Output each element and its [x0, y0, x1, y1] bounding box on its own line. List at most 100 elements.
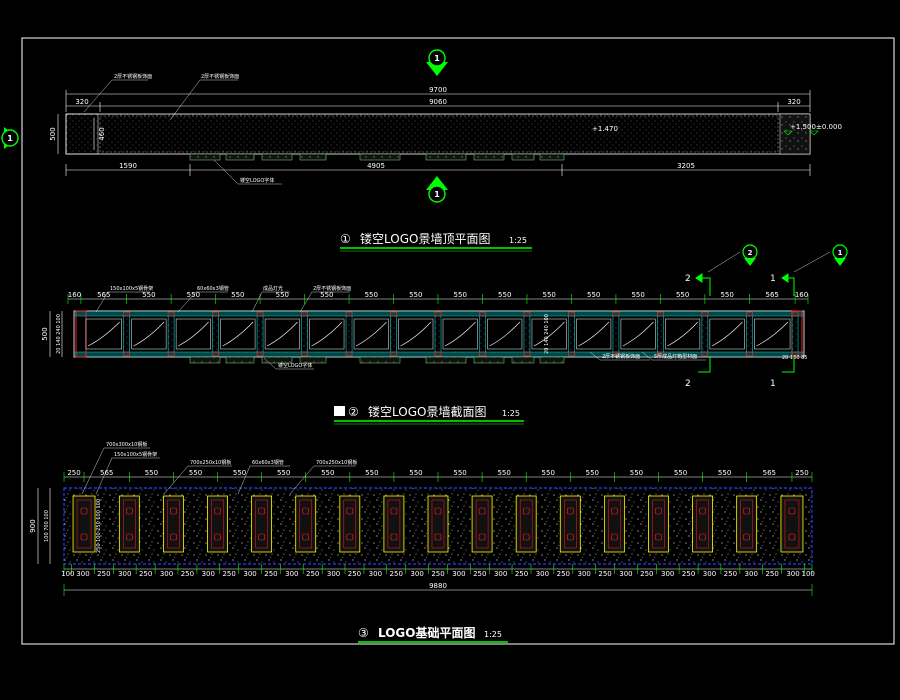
foundation-plate [339, 495, 361, 553]
section-post [479, 315, 486, 353]
foundation-plate [383, 495, 405, 553]
foundation-dim-label: 550 [233, 469, 246, 477]
foundation-bolt [258, 533, 265, 541]
section-light-curve [355, 321, 387, 347]
section-title-scale: 1:25 [502, 409, 520, 418]
foundation-dim-label: 250 [795, 469, 808, 477]
foundation-bolt [346, 507, 354, 515]
section-note-3: 成品灯光 [263, 285, 283, 292]
foundation-dim-bottom-label: 250 [515, 570, 528, 578]
section-light-curve [578, 321, 610, 347]
section-dim-label: 550 [276, 291, 289, 299]
plan-title-text: 镂空LOGO景墙顶平面图 [360, 232, 490, 246]
foundation-dim-bottom-label: 250 [724, 570, 737, 578]
section-note-1: 150x100x5钢骨架 [110, 285, 153, 292]
section-cell [442, 318, 478, 350]
foundation-dim-bottom-label: 300 [160, 570, 173, 578]
foundation-plate [251, 495, 273, 553]
foundation-plate-inner [475, 499, 489, 549]
section-marker-left[interactable]: 1 [1, 127, 19, 149]
foundation-bolt [699, 507, 706, 515]
foundation-dim-bottom-label: 300 [703, 570, 716, 578]
foundation-plate [118, 495, 140, 553]
foundation-plate [471, 495, 493, 553]
section-light-curve [400, 321, 432, 347]
section-post [212, 315, 219, 353]
section-post-base [434, 351, 442, 357]
section-post-base [345, 351, 353, 357]
foundation-bolt [566, 507, 574, 515]
foundation-dim-bottom-label: 300 [661, 570, 674, 578]
foundation-bolt [170, 533, 177, 541]
foundation-dim-bottom-label: 300 [369, 570, 382, 578]
foundation-bolt [611, 507, 618, 515]
foundation-dim-bottom-label: 250 [473, 570, 486, 578]
section-dim-label: 160 [68, 291, 81, 299]
section-post [256, 315, 264, 353]
foundation-plate-inner [564, 499, 577, 549]
plan-note-1: 2厚不锈钢板饰面 [114, 73, 152, 80]
section-light-curve [622, 321, 654, 347]
section-post [123, 315, 130, 353]
section-light-curve [489, 321, 521, 347]
foundation-bolt [434, 533, 442, 541]
foundation-bolt [434, 507, 442, 515]
section-post-cap [301, 311, 308, 317]
foundation-dim-bottom-label: 300 [786, 570, 799, 578]
section-post-base [167, 351, 175, 357]
foundation-dim-bottom-label: 250 [765, 570, 778, 578]
section-post-base [123, 351, 130, 357]
foundation-bolt [522, 533, 530, 541]
foundation-title-text: LOGO基础平面图 [378, 625, 475, 640]
section-height-left: 500 [41, 327, 49, 340]
foundation-plate [72, 495, 96, 553]
section-marker-top[interactable]: 1 [426, 49, 448, 76]
section-marker-bottom[interactable]: 1 [426, 176, 448, 203]
plan-top-view: 9700 320 9060 320 500 460 [1, 49, 842, 252]
section-dim-label: 550 [320, 291, 333, 299]
section-post-cap [434, 311, 442, 317]
section-dim-label: 565 [766, 291, 779, 299]
foundation-plate-inner [76, 499, 92, 549]
section-post-cap [256, 311, 264, 317]
section-cell [398, 318, 434, 350]
section-light-curve [177, 321, 209, 347]
plan-dim-top-left: 320 [75, 98, 88, 106]
foundation-plates [72, 495, 804, 553]
foundation-plate-inner [167, 499, 180, 549]
section-post-cap [791, 311, 799, 317]
plan-dim-total: 9700 [429, 86, 447, 94]
section-cut-2[interactable] [695, 244, 758, 373]
section-cut-1[interactable] [781, 244, 848, 373]
foundation-bolt [390, 533, 398, 541]
foundation-dim-bottom-label: 100 [802, 570, 815, 578]
section-cell [487, 318, 523, 350]
foundation-dim-label: 550 [586, 469, 599, 477]
plan-height-inner: 460 [98, 127, 106, 140]
section-post-base [523, 351, 531, 357]
foundation-plate-inner [740, 499, 753, 549]
foundation-bolt [478, 533, 486, 541]
foundation-height-left: 900 [29, 519, 37, 532]
section-dim-label: 550 [543, 291, 556, 299]
section-dim-label: 565 [97, 291, 110, 299]
section-logo-letters [189, 356, 565, 364]
plan-level-3: ±0.000 [816, 123, 842, 131]
section-post [701, 315, 709, 353]
foundation-note-1: 700x300x10钢板 [106, 441, 147, 448]
section-post-cap [390, 311, 397, 317]
foundation-dim-label: 550 [277, 469, 290, 477]
section-post [568, 315, 575, 353]
section-post [345, 315, 353, 353]
section-post-base [390, 351, 397, 357]
section-height-stack: 20 140 240 100 [56, 314, 62, 354]
section-post-cap [212, 311, 219, 317]
section-note-7: 2厚不锈钢板饰面 [602, 353, 640, 360]
foundation-dim-label: 550 [497, 469, 510, 477]
plan-height-left: 500 [49, 127, 57, 140]
foundation-dim-bottom-label: 300 [285, 570, 298, 578]
foundation-plate-inner [387, 499, 401, 549]
foundation-plate-inner [608, 499, 621, 549]
